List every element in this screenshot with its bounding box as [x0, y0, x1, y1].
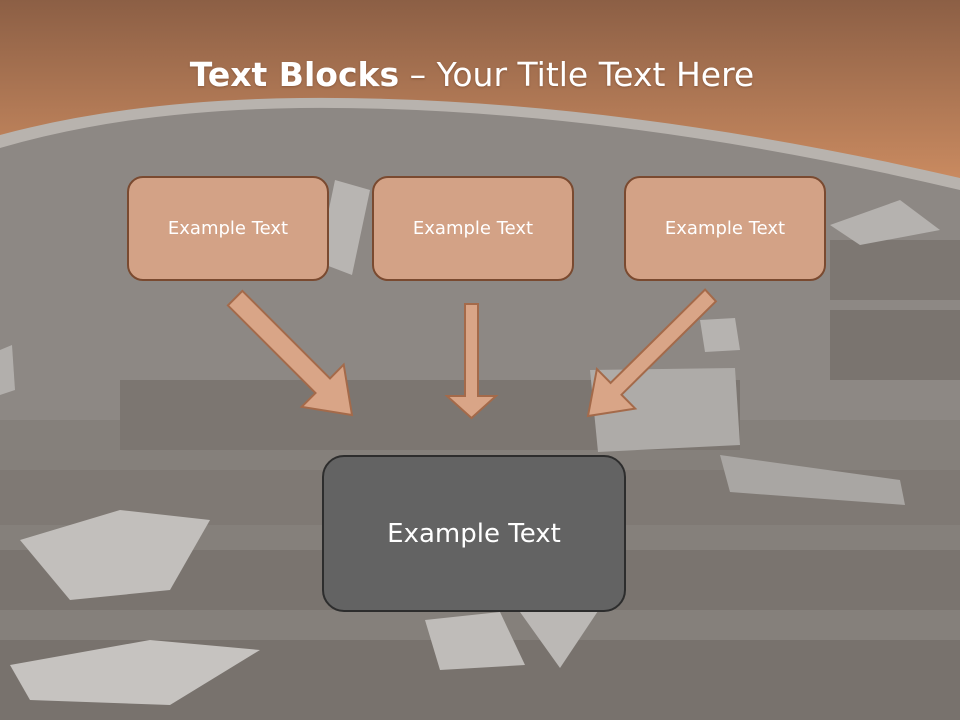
text-block-2-label: Example Text: [412, 218, 534, 239]
text-block-1-label: Example Text: [167, 218, 289, 239]
text-block-1[interactable]: Example Text: [127, 176, 329, 281]
text-block-3[interactable]: Example Text: [624, 176, 826, 281]
target-block-label: Example Text: [387, 518, 561, 549]
text-block-3-label: Example Text: [664, 218, 786, 239]
slide-title: Text Blocks – Your Title Text Here: [0, 52, 944, 98]
title-separator: –: [399, 55, 437, 94]
text-block-2[interactable]: Example Text: [372, 176, 574, 281]
title-rest-part: Your Title Text Here: [436, 55, 755, 94]
target-block[interactable]: Example Text: [322, 455, 626, 612]
title-bold-part: Text Blocks: [189, 55, 400, 94]
